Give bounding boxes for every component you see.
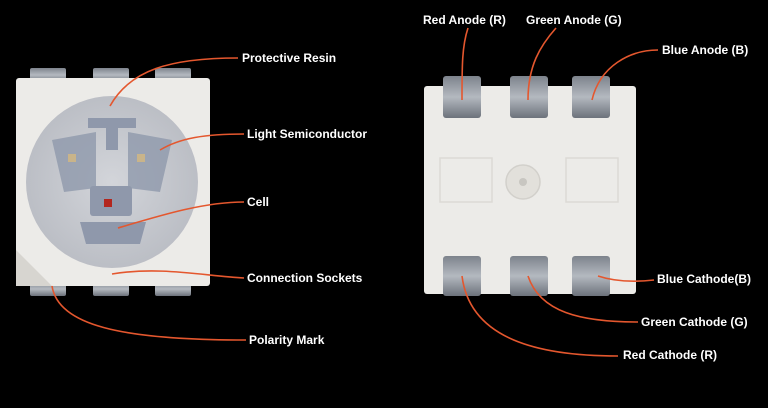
pad-green-cathode xyxy=(510,256,548,296)
leader-cell xyxy=(117,201,245,229)
polarity-corner xyxy=(16,250,52,286)
label-connection-sockets: Connection Sockets xyxy=(247,271,363,285)
leader-lines xyxy=(51,27,659,357)
leader-green-anode xyxy=(527,27,557,101)
label-light-semiconductor: Light Semiconductor xyxy=(247,127,367,141)
label-blue-cathode: Blue Cathode(B) xyxy=(657,272,751,286)
right-die-pad xyxy=(128,132,172,192)
leader-green-cathode xyxy=(527,275,639,323)
pad-blue-cathode xyxy=(572,256,610,296)
relief-square-right xyxy=(565,157,619,203)
back-view-led xyxy=(424,76,636,296)
leader-red-anode xyxy=(461,27,469,101)
label-polarity-mark: Polarity Mark xyxy=(249,333,325,347)
label-protective-resin: Protective Resin xyxy=(242,51,337,65)
leader-protective-resin xyxy=(109,57,239,107)
relief-square-left xyxy=(439,157,493,203)
label-cell: Cell xyxy=(247,195,270,209)
pad-blue-anode xyxy=(572,76,610,118)
red-led-chip xyxy=(104,199,112,207)
front-view-led xyxy=(16,68,210,296)
leader-connection-sockets xyxy=(111,270,245,279)
leader-blue-anode xyxy=(591,49,659,101)
top-die-pad xyxy=(88,118,136,150)
label-blue-anode: Blue Anode (B) xyxy=(662,43,749,57)
label-green-cathode: Green Cathode (G) xyxy=(641,315,748,329)
right-led-chip xyxy=(137,154,145,162)
label-red-cathode: Red Cathode (R) xyxy=(623,348,717,362)
center-dimple-inner xyxy=(519,178,527,186)
leader-red-cathode xyxy=(461,275,619,357)
bottom-die-pad xyxy=(80,222,146,244)
label-green-anode: Green Anode (G) xyxy=(526,13,622,27)
label-red-anode: Red Anode (R) xyxy=(423,13,506,27)
leader-light-semiconductor xyxy=(159,133,245,151)
leader-polarity-mark xyxy=(51,285,247,341)
leader-blue-cathode xyxy=(597,275,655,282)
left-led-chip xyxy=(68,154,76,162)
pad-green-anode xyxy=(510,76,548,118)
